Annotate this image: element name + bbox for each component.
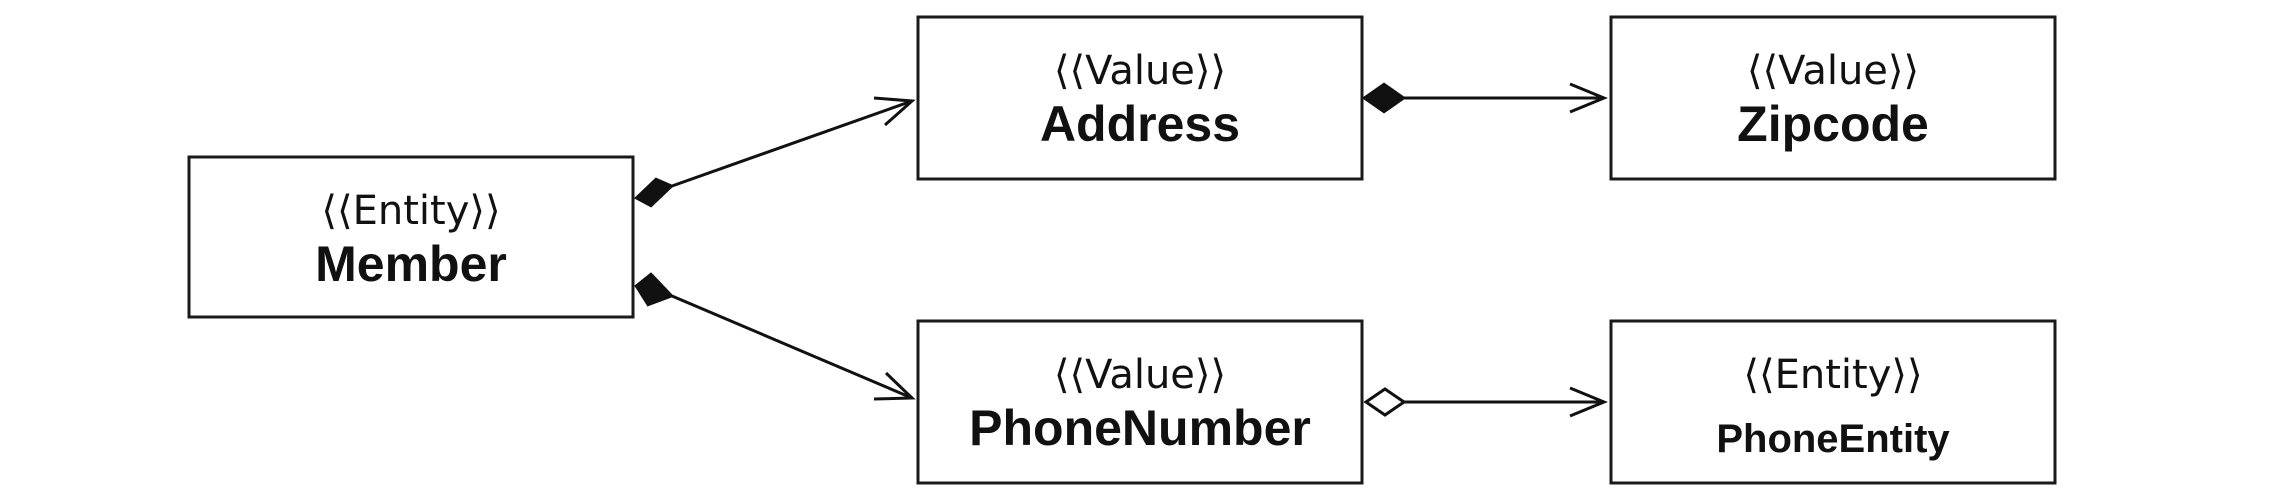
class-name: PhoneNumber — [969, 400, 1311, 456]
class-box-zipcode: ⟨⟨Value⟩⟩ Zipcode — [1609, 15, 2057, 181]
class-name: Zipcode — [1737, 96, 1929, 152]
class-box-phone-entity: ⟨⟨Entity⟩⟩ PhoneEntity — [1609, 319, 2057, 485]
stereotype-label: ⟨⟨Value⟩⟩ — [1747, 48, 1919, 94]
stereotype-label: ⟨⟨Value⟩⟩ — [1054, 48, 1226, 94]
class-name: Address — [1040, 96, 1240, 152]
composition-diamond-icon — [633, 177, 675, 208]
class-box-member: ⟨⟨Entity⟩⟩ Member — [187, 155, 635, 319]
stereotype-label: ⟨⟨Value⟩⟩ — [1054, 352, 1226, 398]
class-name: Member — [315, 236, 507, 292]
stereotype-label: ⟨⟨Entity⟩⟩ — [321, 188, 500, 234]
class-box-address: ⟨⟨Value⟩⟩ Address — [916, 15, 1364, 181]
arrow-head-icon — [873, 371, 916, 401]
composition-diamond-icon — [1361, 82, 1407, 114]
edge-member-address — [633, 96, 916, 208]
arrow-head-icon — [1569, 386, 1608, 418]
arrow-head-icon — [1569, 82, 1608, 114]
class-name: PhoneEntity — [1716, 417, 1950, 461]
stereotype-label: ⟨⟨Entity⟩⟩ — [1743, 352, 1922, 398]
class-box-phone-number: ⟨⟨Value⟩⟩ PhoneNumber — [916, 319, 1364, 485]
edge-address-zipcode — [1361, 82, 1608, 114]
edge-member-phone-number — [634, 272, 916, 401]
arrow-head-icon — [873, 96, 916, 127]
edge-phone-number-phone-entity — [1363, 386, 1608, 418]
composition-diamond-icon — [634, 272, 675, 307]
aggregation-diamond-icon — [1363, 387, 1407, 417]
